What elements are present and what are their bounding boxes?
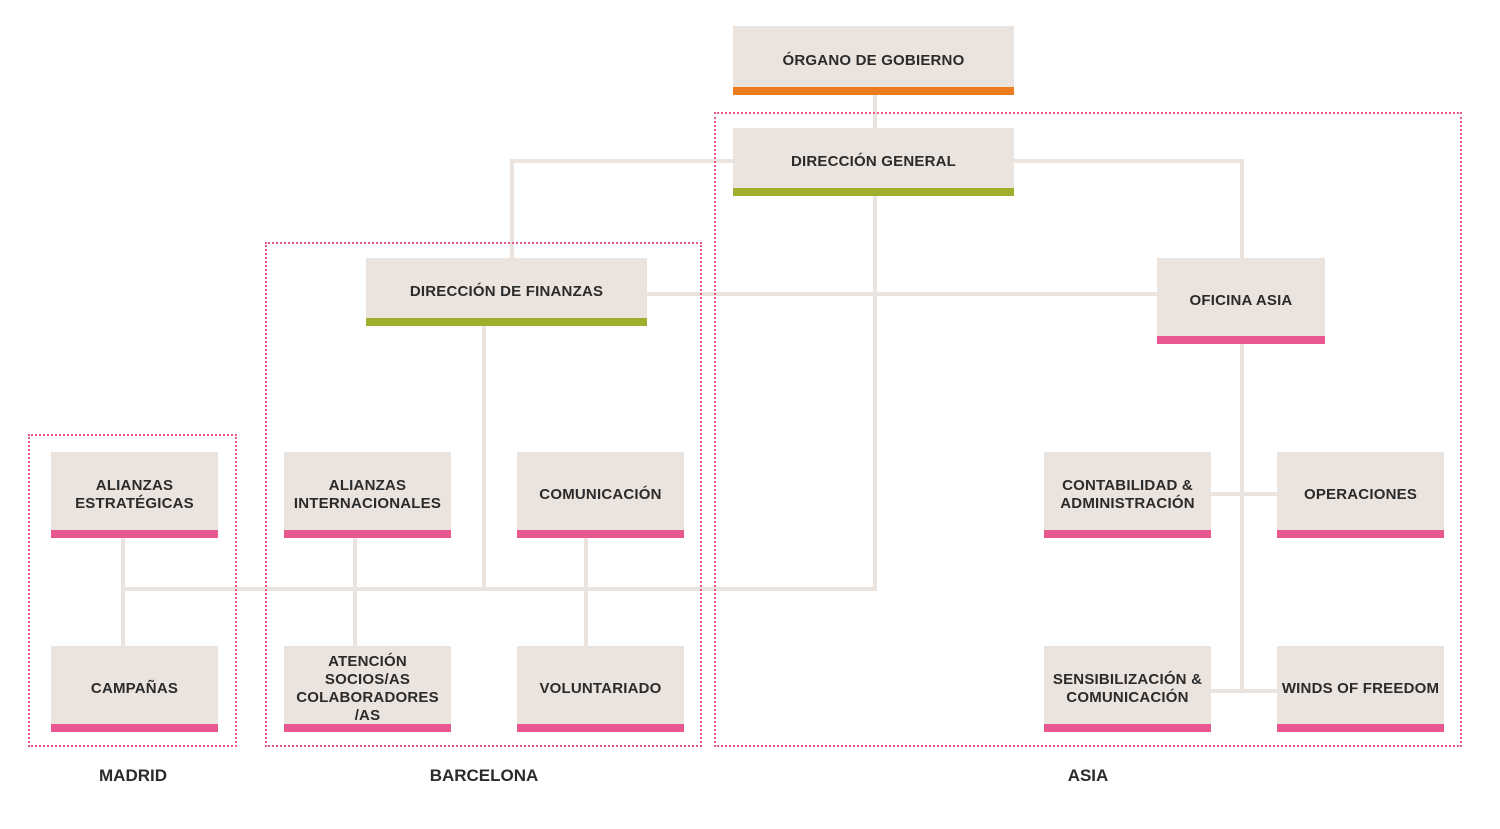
accent-bar — [1277, 530, 1444, 538]
node-alianzas-estrategicas: ALIANZAS ESTRATÉGICAS — [51, 452, 218, 538]
connector-general-down — [121, 194, 877, 591]
node-comunicacion: COMUNICACIÓN — [517, 452, 684, 538]
node-contabilidad: CONTABILIDAD & ADMINISTRACIÓN — [1044, 452, 1211, 538]
connector-general-finanzas — [510, 159, 735, 260]
accent-bar — [1277, 724, 1444, 732]
region-madrid — [28, 434, 237, 747]
node-oficina-asia: OFICINA ASIA — [1157, 258, 1325, 344]
node-label: CONTABILIDAD & ADMINISTRACIÓN — [1060, 477, 1195, 512]
accent-bar — [366, 318, 647, 326]
accent-bar — [284, 530, 451, 538]
node-label: OFICINA ASIA — [1189, 292, 1293, 309]
accent-bar — [1044, 724, 1211, 732]
node-sensibilizacion: SENSIBILIZACIÓN & COMUNICACIÓN — [1044, 646, 1211, 732]
node-label: DIRECCIÓN DE FINANZAS — [409, 283, 604, 300]
connector-general-asia — [1012, 159, 1244, 260]
node-label: SENSIBILIZACIÓN & COMUNICACIÓN — [1052, 671, 1203, 706]
region-label-madrid: MADRID — [99, 766, 167, 785]
accent-bar — [517, 724, 684, 732]
region-label-barcelona: BARCELONA — [429, 766, 539, 785]
accent-bar — [1044, 530, 1211, 538]
region-asia — [714, 112, 1462, 747]
node-campanas: CAMPAÑAS — [51, 646, 218, 732]
accent-bar — [51, 530, 218, 538]
accent-bar — [517, 530, 684, 538]
node-label: WINDS OF FREEDOM — [1281, 680, 1440, 697]
node-alianzas-internacionales: ALIANZAS INTERNACIONALES — [284, 452, 451, 538]
node-winds-of-freedom: WINDS OF FREEDOM — [1277, 646, 1444, 732]
node-atencion-socios: ATENCIÓN SOCIOS/AS COLABORADORES /AS — [284, 646, 451, 732]
region-barcelona — [265, 242, 702, 747]
node-direccion-finanzas: DIRECCIÓN DE FINANZAS — [366, 258, 647, 326]
accent-bar — [733, 188, 1014, 196]
node-label: CAMPAÑAS — [90, 680, 179, 697]
accent-bar — [733, 87, 1014, 95]
node-label: ALIANZAS INTERNACIONALES — [293, 477, 442, 512]
node-direccion-general: DIRECCIÓN GENERAL — [733, 128, 1014, 196]
node-label: DIRECCIÓN GENERAL — [790, 153, 957, 170]
region-label-asia: ASIA — [1067, 766, 1109, 785]
accent-bar — [1157, 336, 1325, 344]
node-label: COMUNICACIÓN — [539, 486, 662, 503]
node-label: OPERACIONES — [1303, 486, 1418, 503]
accent-bar — [51, 724, 218, 732]
node-operaciones: OPERACIONES — [1277, 452, 1444, 538]
node-organo-gobierno: ÓRGANO DE GOBIERNO — [733, 26, 1014, 95]
node-voluntariado: VOLUNTARIADO — [517, 646, 684, 732]
accent-bar — [284, 724, 451, 732]
node-label: VOLUNTARIADO — [539, 680, 662, 697]
node-label: ÓRGANO DE GOBIERNO — [782, 51, 965, 69]
node-label: ATENCIÓN SOCIOS/AS COLABORADORES /AS — [296, 653, 439, 724]
node-label: ALIANZAS ESTRATÉGICAS — [75, 477, 194, 512]
